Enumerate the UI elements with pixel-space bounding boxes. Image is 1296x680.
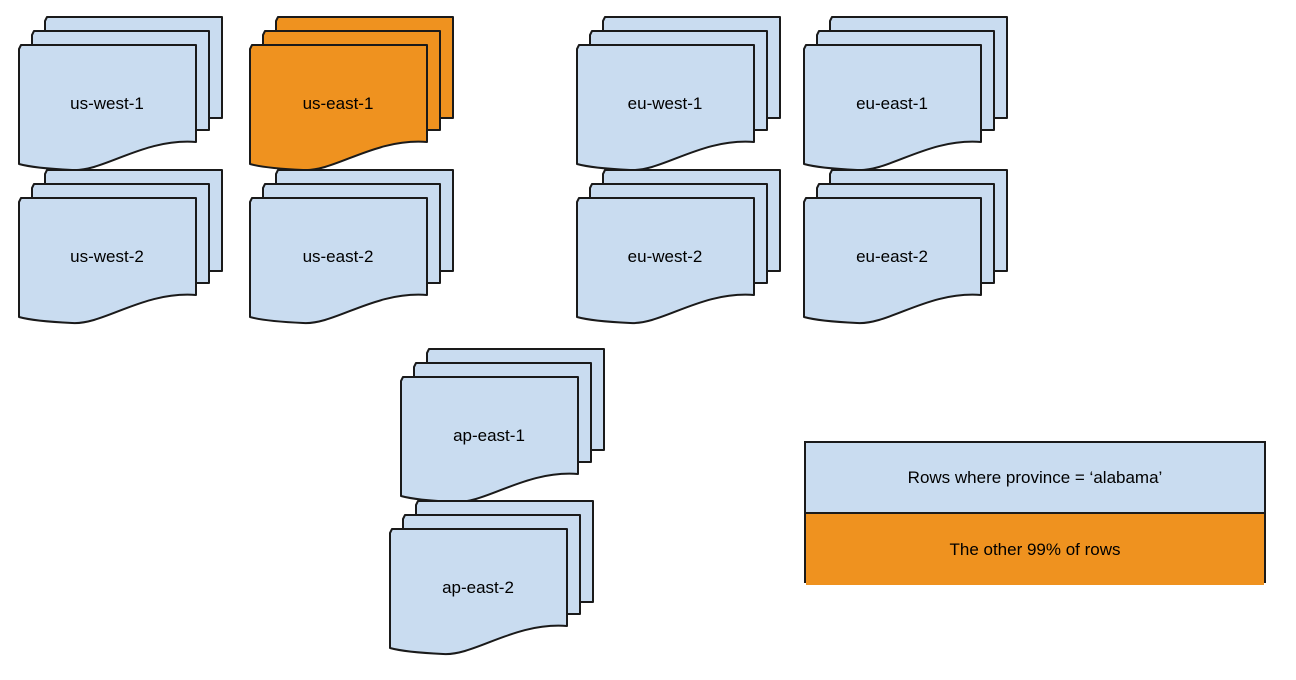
- document-page-front: [389, 528, 568, 656]
- legend-row-label: Rows where province = ‘alabama’: [907, 467, 1163, 487]
- document-page-front: [576, 197, 755, 325]
- document-stack-us-east-1[interactable]: [249, 16, 454, 172]
- document-page-front: [249, 44, 428, 172]
- document-stack-eu-east-1[interactable]: [803, 16, 1008, 172]
- legend-row-2: The other 99% of rows: [806, 514, 1264, 585]
- legend-row-1: Rows where province = ‘alabama’: [806, 443, 1264, 514]
- document-stack-ap-east-1[interactable]: [400, 348, 605, 504]
- document-page-front: [803, 197, 982, 325]
- document-page-front: [576, 44, 755, 172]
- document-stack-us-east-2[interactable]: [249, 169, 454, 325]
- document-page-front: [249, 197, 428, 325]
- document-stack-ap-east-2[interactable]: [389, 500, 594, 656]
- document-stack-us-west-2[interactable]: [18, 169, 223, 325]
- document-page-front: [18, 44, 197, 172]
- document-page-front: [18, 197, 197, 325]
- document-stack-eu-west-2[interactable]: [576, 169, 781, 325]
- document-page-front: [400, 376, 579, 504]
- legend-row-label: The other 99% of rows: [949, 539, 1121, 559]
- legend: Rows where province = ‘alabama’ The other…: [804, 441, 1266, 585]
- document-stack-eu-east-2[interactable]: [803, 169, 1008, 325]
- document-stack-us-west-1[interactable]: [18, 16, 223, 172]
- document-stack-eu-west-1[interactable]: [576, 16, 781, 172]
- document-page-front: [803, 44, 982, 172]
